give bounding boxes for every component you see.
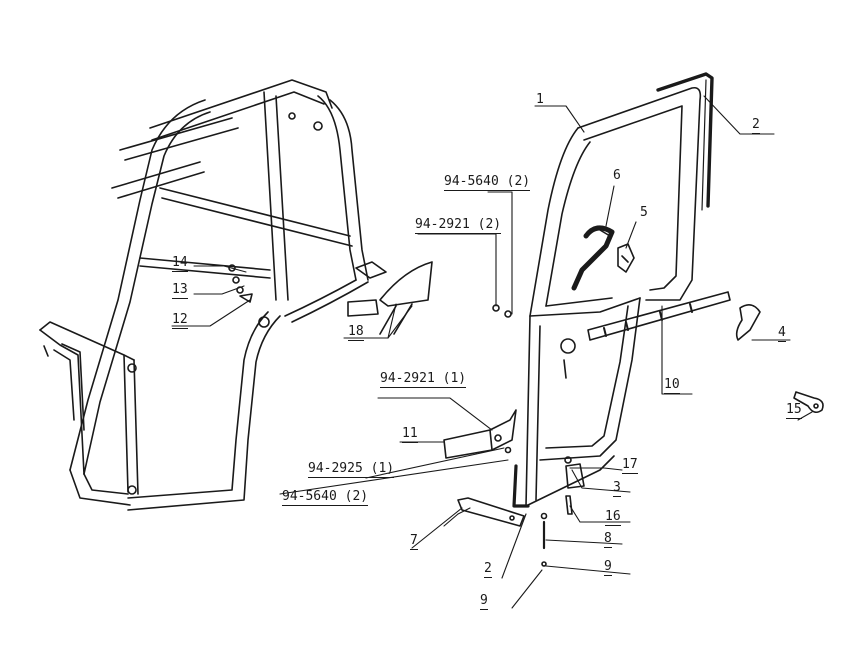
cab-frame: [39, 79, 387, 511]
seal-2-top: [656, 72, 714, 211]
inside-handle-6: [571, 225, 615, 291]
callout-9-right: 9: [604, 559, 612, 576]
callout-6: 6: [613, 168, 621, 183]
hinge-pin-2-bottom: [512, 464, 530, 508]
window-strip-10: [587, 291, 731, 341]
callout-16: 16: [605, 509, 621, 526]
door-hardware: [492, 304, 512, 318]
leader-lines: [171, 95, 813, 609]
callout-3: 3: [613, 480, 621, 497]
callout-4: 4: [778, 325, 786, 342]
latch-5: [617, 243, 635, 273]
callout-7: 7: [410, 533, 418, 550]
callout-1: 1: [536, 92, 544, 107]
lock-parts: [540, 456, 585, 567]
callout-2-top: 2: [752, 117, 760, 134]
callout-8: 8: [604, 531, 612, 548]
callout-2-bottom: 2: [484, 561, 492, 578]
callout-18: 18: [348, 324, 364, 341]
ref-94-5640-bottom: 94-5640 (2): [282, 489, 369, 506]
callout-14: 14: [172, 255, 188, 272]
callout-13: 13: [172, 282, 188, 299]
ref-94-2925: 94-2925 (1): [308, 461, 395, 478]
callout-5: 5: [640, 205, 648, 220]
callout-10: 10: [664, 377, 680, 394]
callout-9-left: 9: [480, 593, 488, 610]
outer-handle-4: [735, 304, 761, 341]
ref-94-2921-mid: 94-2921 (1): [380, 371, 467, 388]
callout-11: 11: [402, 426, 418, 443]
ref-94-2921-top: 94-2921 (2): [415, 217, 502, 234]
callout-17: 17: [622, 457, 638, 474]
callout-15: 15: [786, 402, 802, 419]
callout-12: 12: [172, 312, 188, 329]
ref-94-5640-top: 94-5640 (2): [444, 174, 531, 191]
door-frame-1: [525, 86, 702, 507]
key-15: [793, 391, 824, 414]
bracket-11: [443, 409, 517, 459]
trim-strip-18: [347, 261, 433, 335]
